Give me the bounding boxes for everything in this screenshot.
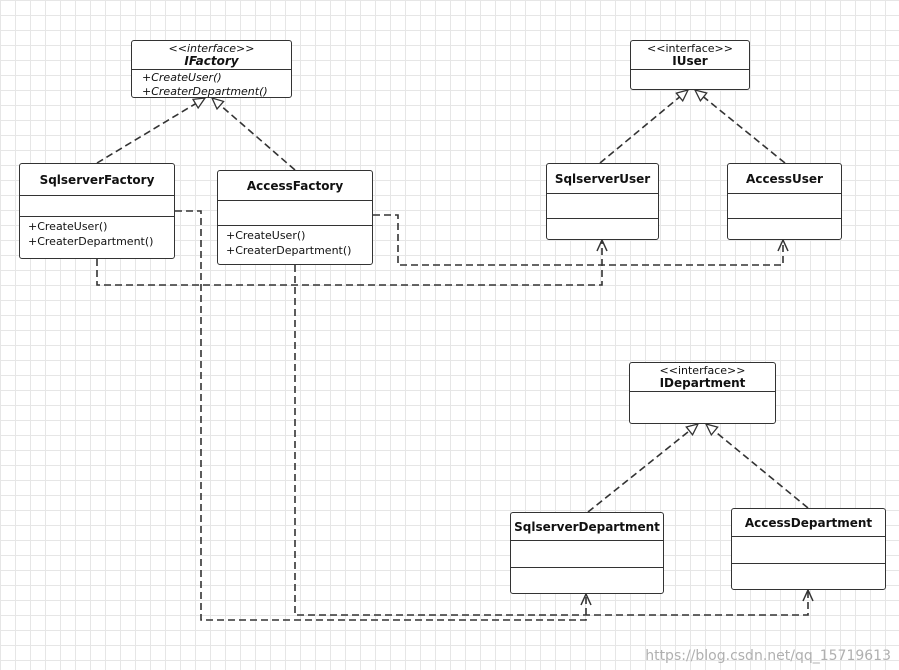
class-name: IUser <box>672 54 708 68</box>
class-accessuser[interactable]: AccessUser <box>727 163 842 240</box>
operations-compartment: +CreateUser() +CreaterDepartment() <box>20 217 174 251</box>
realization-accessfactory-ifactory <box>210 96 296 171</box>
class-name: AccessUser <box>746 172 823 186</box>
class-header: SqlserverFactory <box>20 164 174 196</box>
class-iuser[interactable]: <<interface>> IUser <box>630 40 750 90</box>
class-header: <<interface>> IUser <box>631 41 749 70</box>
operation-item: +CreaterDepartment() <box>142 85 268 98</box>
realization-sqlserverfactory-ifactory <box>96 97 207 164</box>
attributes-compartment <box>547 194 658 219</box>
stereotype-label: <<interface>> <box>647 42 733 55</box>
realization-accessuser-iuser <box>693 89 786 164</box>
class-header: AccessUser <box>728 164 841 194</box>
class-sqlserverdepartment[interactable]: SqlserverDepartment <box>510 512 664 594</box>
class-header: AccessFactory <box>218 171 372 201</box>
class-name: AccessDepartment <box>744 516 873 530</box>
operation-item: +CreateUser() <box>28 220 108 233</box>
dependency-accessfactory-accessuser <box>373 214 789 266</box>
class-header: SqlserverUser <box>547 164 658 194</box>
attributes-compartment <box>218 201 372 226</box>
operation-item: +CreateUser() <box>226 229 306 242</box>
class-header: <<interface>> IFactory <box>132 41 291 70</box>
attributes-compartment <box>511 541 663 568</box>
dependency-sqlserverfactory-sqlserverdepartment <box>175 210 592 621</box>
class-name: SqlserverDepartment <box>514 520 660 534</box>
class-name: IFactory <box>184 54 239 68</box>
class-sqlserveruser[interactable]: SqlserverUser <box>546 163 659 240</box>
class-header: <<interface>> IDepartment <box>630 363 775 392</box>
class-name: IDepartment <box>659 376 746 390</box>
operation-item: +CreaterDepartment() <box>28 235 154 248</box>
stereotype-label: <<interface>> <box>659 364 746 377</box>
class-name: SqlserverFactory <box>39 173 155 187</box>
operation-item: +CreaterDepartment() <box>226 244 352 257</box>
class-header: SqlserverDepartment <box>511 513 663 541</box>
operations-compartment: +CreateUser() +CreaterDepartment() <box>218 226 372 260</box>
attributes-compartment <box>20 196 174 217</box>
class-header: AccessDepartment <box>732 509 885 537</box>
realization-sqlserverdepartment-idepartment <box>587 423 700 513</box>
realization-accessdepartment-idepartment <box>704 423 809 509</box>
attributes-compartment <box>728 194 841 219</box>
class-accessfactory[interactable]: AccessFactory +CreateUser() +CreaterDepa… <box>217 170 373 265</box>
dependency-sqlserverfactory-sqlserveruser <box>96 238 608 286</box>
watermark-text: https://blog.csdn.net/qq_15719613 <box>645 648 891 664</box>
class-sqlserverfactory[interactable]: SqlserverFactory +CreateUser() +CreaterD… <box>19 163 175 259</box>
class-accessdepartment[interactable]: AccessDepartment <box>731 508 886 590</box>
operation-item: +CreateUser() <box>142 71 222 84</box>
realization-sqlserveruser-iuser <box>599 88 690 164</box>
stereotype-label: <<interface>> <box>168 42 255 55</box>
dependency-accessfactory-accessdepartment <box>294 265 814 616</box>
operations-compartment: +CreateUser() +CreaterDepartment() <box>132 70 291 100</box>
class-name: SqlserverUser <box>554 172 651 186</box>
class-idepartment[interactable]: <<interface>> IDepartment <box>629 362 776 424</box>
class-name: AccessFactory <box>246 179 344 193</box>
attributes-compartment <box>732 537 885 564</box>
class-ifactory[interactable]: <<interface>> IFactory +CreateUser() +Cr… <box>131 40 292 98</box>
